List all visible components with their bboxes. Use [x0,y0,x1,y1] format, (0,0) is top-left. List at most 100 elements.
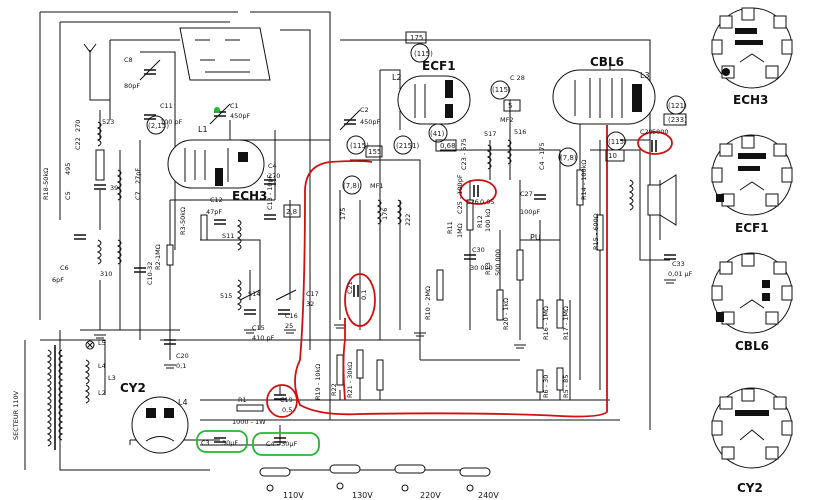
label-c19v: 0,5 [282,406,292,414]
volt-121: (121) [668,102,687,110]
label-r21: R21 - 30kΩ [346,362,354,398]
label-523: 523 [102,118,114,126]
volt-068: 0,68 [440,142,456,150]
label-r13v: 500 000 [494,249,502,276]
label-c15v: 410 pF [252,334,275,342]
label-r10: R10 - 2MΩ [424,286,432,320]
label-c24: C4 - 175 [538,142,546,170]
label-r12: R12 [476,215,484,228]
label-c7v: 27pF [134,168,142,184]
label-517: 517 [484,130,496,138]
label-516: 516 [514,128,526,136]
label-c19: C19 [280,396,293,404]
resistors [95,149,604,412]
label-c25: C25 - 100pF [456,174,464,214]
capacitors [74,59,676,443]
label-c6v: 6pF [52,276,64,284]
label-515: 515 [220,292,232,300]
label-c22v: 270 [74,120,82,132]
pinout-ecf1 [711,134,793,216]
label-c33: C33 [672,260,685,268]
label-r2: R2-1MΩ [154,244,162,270]
label-c27v: 100pF [520,208,541,216]
label-l3-small: L3 [108,374,116,382]
label-c11v: 100 pF [160,118,183,126]
volt-115a: (115) [350,142,369,150]
label-cy2: CY2 [120,381,146,395]
label-c8v: 80pF [124,82,140,90]
label-c20v: 0,1 [176,362,186,370]
label-c4: C4 [268,162,277,170]
label-176: 176 [381,208,389,220]
tube-cy2 [131,396,189,454]
label-c17v: 32 [306,300,314,308]
label-c12v: 47pF [206,208,222,216]
label-r13: R13 [484,262,492,275]
label-c7: C7 [134,191,142,200]
coil-drawings [46,121,634,450]
label-c26: C26 [466,198,479,206]
label-c5v: 495 [64,163,72,175]
label-c1v: 450pF [230,112,251,120]
mains-130: 130V [352,491,373,500]
volt-2151: (2151) [396,142,420,150]
label-c22: C22 [74,137,82,150]
red-annotations [266,125,673,418]
label-c5: C5 [64,191,72,200]
volt-78b: (7,8) [560,154,577,162]
label-c1: C1 [230,102,239,110]
label-222: 222 [404,214,412,226]
label-r20: R20 - 1kΩ [502,298,510,330]
green-annotations [196,107,320,456]
mains-selector [259,464,491,492]
label-c2: C2 [360,106,369,114]
label-c10: C10-32 [146,262,154,285]
pinout-cbl6 [711,252,793,334]
label-c20: C20 [176,352,189,360]
label-r11v: 1MΩ [456,223,464,238]
label-39: 39 [110,184,118,192]
label-l4-small: L4 [98,362,106,370]
volt-215: (2,15) [148,122,169,130]
label-c8: C8 [124,56,133,64]
label-pu: PU [530,233,541,242]
volt-10: 10 [608,152,617,160]
pinout-label-cy2: CY2 [737,481,763,495]
pinout-label-ecf1: ECF1 [735,221,769,235]
label-ecf1: ECF1 [422,59,456,73]
volt-115b: (115) [414,50,433,58]
label-l4: L4 [178,398,188,407]
label-r19: R19 - 10kΩ [314,364,322,400]
label-l1: L1 [198,125,208,134]
label-c30v: 30 000 [470,264,493,272]
pinout-cy2 [711,387,793,469]
label-c4v: 270 [268,172,280,180]
label-c27: C27 [520,190,533,198]
volt-28: 2,8 [286,208,297,216]
volt-78a: (7,8) [343,182,360,190]
label-r14: R14 - 100kΩ [580,160,588,200]
label-cbl6: CBL6 [590,55,624,69]
label-ech3: ECH3 [232,189,267,203]
volt-41: (41) [430,130,445,138]
ground-symbols [94,279,676,475]
label-mf2: MF2 [500,116,513,124]
volt-233: (233) [668,116,687,124]
label-l3: L3 [640,71,650,80]
label-c2v: 450pF [360,118,381,126]
label-r17: R17 - 1MΩ [562,306,570,340]
label-c13: C13 - 10pF [266,174,274,210]
mains-110: 110V [283,491,304,500]
label-c12: C12 [210,196,223,204]
pinout-label-ech3: ECH3 [733,93,768,107]
label-c26v: 0,05 [480,198,494,206]
label-c21v: 0,1 [360,290,368,300]
mains-220: 220V [420,491,441,500]
label-c21: C21 [346,281,354,294]
label-r16: R16 - 1MΩ [542,306,550,340]
label-c30: C30 [472,246,485,254]
label-r5: R5 - 85 [562,375,570,398]
label-c6: C6 [60,264,69,272]
label-c4e: C4 - 30µF [266,440,298,448]
